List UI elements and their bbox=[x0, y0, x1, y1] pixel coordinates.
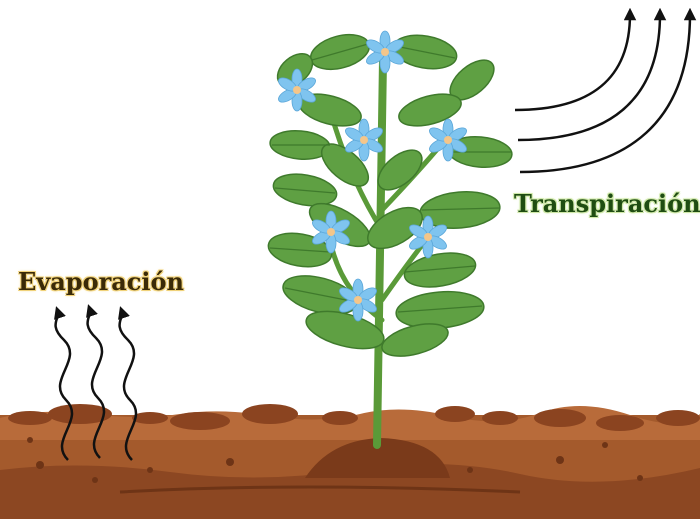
pebble bbox=[467, 467, 473, 473]
rock bbox=[8, 411, 52, 425]
evaporation-label: Evaporación bbox=[18, 270, 184, 294]
main-stem bbox=[377, 60, 383, 445]
pebble bbox=[637, 475, 643, 481]
pebble bbox=[556, 456, 564, 464]
transpiration-arrow bbox=[515, 14, 630, 110]
rock bbox=[534, 409, 586, 427]
pebble bbox=[147, 467, 153, 473]
rock bbox=[482, 411, 518, 425]
pebble bbox=[226, 458, 234, 466]
plant-icon bbox=[266, 29, 513, 445]
pebble bbox=[92, 477, 98, 483]
pebble bbox=[602, 442, 608, 448]
rock bbox=[242, 404, 298, 424]
transpiration-arrows bbox=[515, 14, 690, 172]
rock bbox=[596, 415, 644, 431]
transpiration-arrow bbox=[518, 14, 660, 140]
rock bbox=[132, 412, 168, 424]
soil bbox=[0, 404, 700, 519]
plant-leaves bbox=[266, 29, 513, 363]
pebble bbox=[36, 461, 44, 469]
transpiration-arrow bbox=[520, 14, 690, 172]
rock bbox=[322, 411, 358, 425]
transpiration-label: Transpiración bbox=[514, 192, 700, 216]
pebble bbox=[27, 437, 33, 443]
rock bbox=[435, 406, 475, 422]
rock bbox=[170, 412, 230, 430]
rock bbox=[656, 410, 700, 426]
